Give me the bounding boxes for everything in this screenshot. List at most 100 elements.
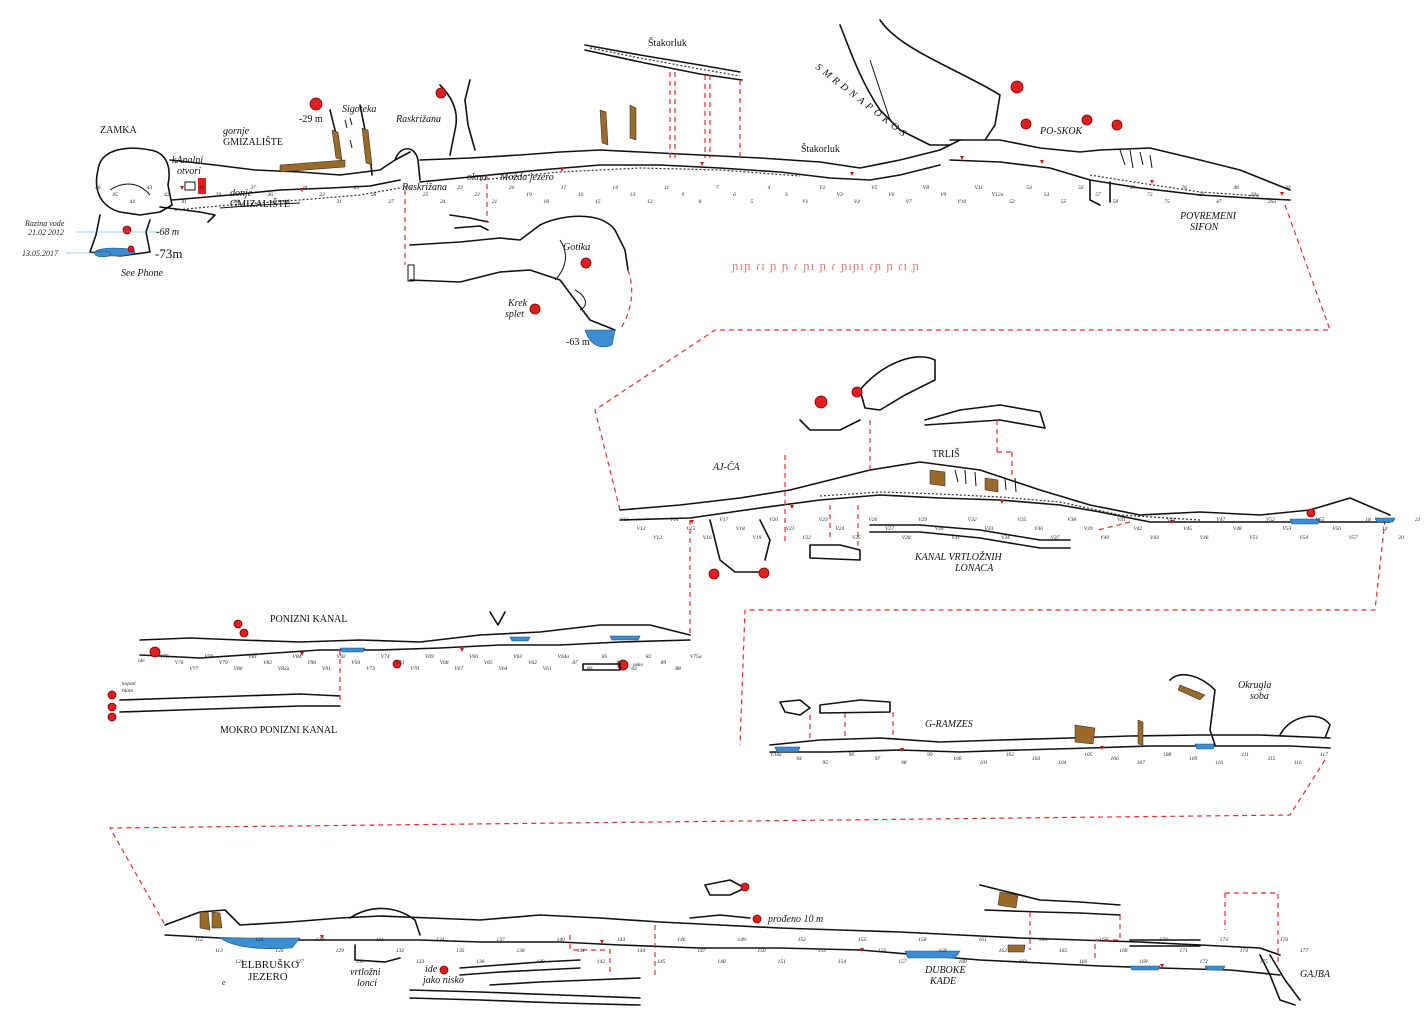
- label-ide-nisko: ide: [425, 964, 438, 975]
- label-water-date: 13.05.2017: [22, 249, 59, 258]
- station-label: 57: [1095, 192, 1101, 198]
- station-label: V22: [802, 535, 811, 541]
- station-label: 132: [396, 948, 405, 954]
- label-ponizni-kanal: PONIZNI KANAL: [270, 614, 348, 625]
- station-label: 25: [423, 192, 429, 198]
- station-label: 110: [1215, 760, 1223, 766]
- station-label: V37: [1051, 535, 1060, 541]
- station-label: 129: [336, 948, 345, 954]
- label-kanalni-1: kAnalni: [172, 155, 203, 166]
- hatched-legend: ɲıɲ ɾı ɲ ɲ ɾ ɲı ɲ ɾ ɲıɲı ɾɲ ɲ ɾı ɲ: [731, 258, 920, 273]
- station-label: 105: [1084, 752, 1093, 758]
- section-gotika: [407, 215, 633, 348]
- label-soba: soba: [1250, 691, 1269, 702]
- station-label: 157: [898, 959, 907, 965]
- label-gotika: Gotika: [563, 242, 590, 253]
- station-label: 38: [232, 199, 239, 205]
- station-label: V25: [852, 535, 861, 541]
- label-smrdna-pokos: SMRDNAPOKOS: [813, 62, 911, 142]
- label-lonaca: LONACA: [954, 563, 994, 574]
- section-row-3: [107, 611, 1331, 753]
- station-label: 146: [677, 936, 686, 943]
- station-label: 42: [164, 191, 170, 198]
- station-label: V34: [1001, 534, 1010, 541]
- station-label: V48: [1233, 525, 1242, 532]
- station-label: 40: [199, 184, 205, 191]
- station-label: V51: [1249, 535, 1258, 541]
- station-label: 18: [543, 199, 549, 205]
- station-label: 29a: [1251, 192, 1260, 198]
- station-label: 26a: [1268, 199, 1277, 205]
- label-gornje-1: gornje: [223, 126, 250, 137]
- station-label: V53: [1283, 526, 1292, 532]
- station-label: V17: [719, 517, 728, 523]
- station-label: 20: [1398, 535, 1404, 541]
- station-label: V44: [1167, 516, 1176, 523]
- station-label: 53: [1026, 185, 1032, 191]
- station-label: 23: [457, 185, 463, 191]
- station-label: V45: [1183, 525, 1192, 532]
- label-stakorluk-top: Štakorluk: [648, 37, 687, 49]
- station-label: 52: [1009, 199, 1015, 205]
- station-label: 140: [557, 936, 566, 943]
- station-label: 97: [875, 756, 881, 762]
- station-label: 59: [1130, 185, 1136, 191]
- station-label: V81: [248, 654, 257, 660]
- station-label: V61: [543, 666, 552, 672]
- label-splet: splet: [505, 309, 524, 320]
- station-label: 168: [1119, 948, 1128, 954]
- station-label: V41: [1117, 516, 1126, 523]
- station-label: 29: [354, 185, 360, 191]
- station-label: 161: [979, 937, 988, 943]
- station-label: 54: [1044, 191, 1050, 198]
- station-label: 46: [95, 184, 101, 191]
- label-jako-nisko: jako nisko: [421, 975, 464, 986]
- label-raskrizana: Raskrižana: [401, 182, 447, 193]
- station-label: 151: [778, 959, 787, 965]
- station-label: V39: [1084, 526, 1093, 532]
- station-label: V67: [454, 666, 463, 672]
- station-label: 34: [301, 184, 308, 191]
- label-razina-date: 21.02 2012: [28, 228, 64, 237]
- station-label: V74: [381, 653, 390, 660]
- station-label: 136: [476, 959, 485, 965]
- station-label: 14: [612, 184, 618, 191]
- station-label: V63: [513, 654, 522, 660]
- label-jezero: JEZERO: [248, 971, 288, 983]
- connector-row1-row2: [594, 204, 1331, 511]
- label-mokro-ponizni: MOKRO PONIZNI KANAL: [220, 725, 337, 736]
- station-label: 139: [537, 959, 546, 965]
- station-label: 125: [255, 937, 263, 943]
- label-kanal-vrtloznih: KANAL VRTLOŽNIH: [914, 551, 1003, 563]
- label-depth-68: -68 m: [156, 227, 179, 238]
- station-label: 127: [296, 959, 305, 965]
- station-label: 30: [1284, 185, 1291, 191]
- label-okrugla: Okrugla: [1238, 680, 1271, 691]
- station-label: 104: [1058, 759, 1067, 766]
- station-label: 167: [1099, 937, 1108, 943]
- station-label: V24: [835, 525, 844, 532]
- connector-row3-row4: [108, 759, 1326, 926]
- station-label: V14: [670, 516, 679, 523]
- station-label: 116: [1294, 760, 1302, 766]
- label-raskrizana-top: Raskrižana: [395, 114, 441, 125]
- station-label: V2: [819, 185, 825, 191]
- section-row-1: [89, 19, 1291, 258]
- station-label: V15: [686, 526, 695, 532]
- station-label: 142: [597, 958, 606, 965]
- station-label: 99: [927, 752, 933, 758]
- station-label: 148: [717, 958, 726, 965]
- station-label: 72: [1147, 192, 1153, 198]
- station-label: V26: [868, 517, 877, 523]
- station-label: 153: [818, 948, 827, 954]
- station-label: 133: [416, 959, 425, 965]
- station-label: 18: [1365, 517, 1371, 523]
- station-label: 47: [1216, 198, 1222, 205]
- station-label: 8: [699, 199, 702, 205]
- station-label: V75a: [690, 654, 702, 660]
- label-gajba: GAJBA: [1300, 969, 1331, 980]
- station-label: 131: [376, 937, 385, 943]
- station-label: 176: [1280, 937, 1289, 943]
- station-label: V93: [351, 660, 360, 666]
- station-label: V31: [951, 535, 960, 541]
